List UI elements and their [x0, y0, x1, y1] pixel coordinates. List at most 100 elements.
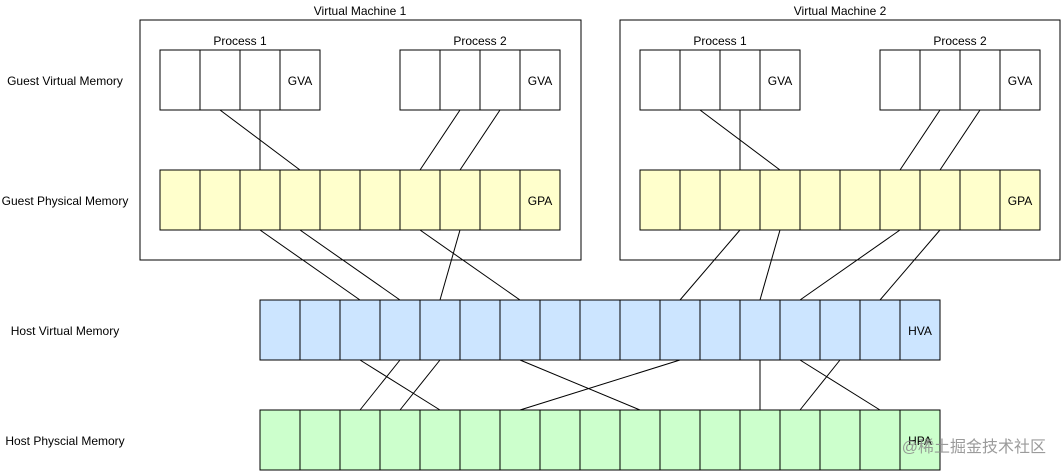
- vm2-process2-gva-cell: [999, 49, 1041, 111]
- hpa-cell: [819, 409, 861, 471]
- hva-cell: [659, 299, 701, 361]
- vm2-process1-gva-cell: [759, 49, 801, 111]
- hpa-cell: [299, 409, 341, 471]
- vm1-title: Virtual Machine 1: [314, 4, 407, 18]
- vm2-process1-label: Process 1: [693, 34, 747, 48]
- mapping-line: [359, 359, 441, 411]
- vm1-gpa-cell: [359, 169, 401, 231]
- hva-cell: [739, 299, 781, 361]
- mapping-line: [799, 359, 841, 411]
- hpa-cell: [619, 409, 661, 471]
- vm1-process2-gva-cell: [439, 49, 481, 111]
- vm1-box: [139, 19, 582, 261]
- vm1-process1-gva-cell: [279, 49, 321, 111]
- hva-cell: [579, 299, 621, 361]
- mapping-line: [259, 229, 361, 301]
- vm2-gpa-cell: [799, 169, 841, 231]
- vm1-gva1-label: GVA: [288, 74, 312, 88]
- vm2-process2-gva-cell: [959, 49, 1001, 111]
- hpa-cell: [499, 409, 541, 471]
- vm2-gpa-cell: [759, 169, 801, 231]
- hva-cell: [699, 299, 741, 361]
- vm1-gpa-cell: [519, 169, 561, 231]
- vm1-gpa-cell: [279, 169, 321, 231]
- vm1-gpa-cell: [479, 169, 521, 231]
- hva-cell: [619, 299, 661, 361]
- vm2-gva2-label: GVA: [1008, 74, 1032, 88]
- row-label-guest-physical: Guest Physical Memory: [2, 194, 129, 208]
- hpa-cell: [659, 409, 701, 471]
- hpa-cell: [379, 409, 421, 471]
- vm1-gva2-label: GVA: [528, 74, 552, 88]
- mapping-line: [879, 229, 941, 301]
- hva-cell: [819, 299, 861, 361]
- vm1-process1-gva-cell: [239, 49, 281, 111]
- hva-cell: [459, 299, 501, 361]
- mapping-line: [419, 229, 521, 301]
- hpa-label: HPA: [908, 434, 932, 448]
- vm1-process2-gva-cell: [479, 49, 521, 111]
- hpa-cell: [739, 409, 781, 471]
- hva-label: HVA: [908, 324, 932, 338]
- mapping-line: [459, 109, 501, 171]
- hva-cell: [859, 299, 901, 361]
- hva-cell: [779, 299, 821, 361]
- vm2-gva1-label: GVA: [768, 74, 792, 88]
- mapping-line: [399, 359, 441, 411]
- hpa-cell: [539, 409, 581, 471]
- vm2-gpa-cell: [959, 169, 1001, 231]
- row-label-host-virtual: Host Virtual Memory: [11, 324, 119, 338]
- vm1-process2-gva-cell: [519, 49, 561, 111]
- mapping-line: [519, 359, 681, 411]
- vm1-gpa-cell: [239, 169, 281, 231]
- vm2-process2-gva-cell: [879, 49, 921, 111]
- mapping-line: [679, 229, 741, 301]
- hva-cell: [899, 299, 941, 361]
- hpa-cell: [899, 409, 941, 471]
- vm1-gpa-label: GPA: [528, 194, 552, 208]
- mapping-line: [939, 109, 981, 171]
- vm2-box: [619, 19, 1061, 261]
- hva-cell: [499, 299, 541, 361]
- vm1-process2-label: Process 2: [453, 34, 507, 48]
- vm1-process1-gva-cell: [159, 49, 201, 111]
- connection-lines: [219, 109, 981, 411]
- mapping-line: [419, 109, 461, 171]
- watermark: @稀土掘金技术社区: [902, 438, 1046, 456]
- mapping-line: [759, 229, 781, 301]
- vm2-gpa-cell: [999, 169, 1041, 231]
- hva-cell: [539, 299, 581, 361]
- hva-cell: [379, 299, 421, 361]
- hva-cell: [299, 299, 341, 361]
- vm2-gpa-cell: [919, 169, 961, 231]
- row-label-guest-virtual: Guest Virtual Memory: [7, 74, 123, 88]
- vm2-title: Virtual Machine 2: [794, 4, 887, 18]
- hva-cell: [259, 299, 301, 361]
- vm1-gpa-cell: [159, 169, 201, 231]
- vm2-gpa-label: GPA: [1008, 194, 1032, 208]
- hva-cell: [339, 299, 381, 361]
- memory-cells: [159, 49, 1041, 471]
- hpa-cell: [339, 409, 381, 471]
- vm2-gpa-cell: [879, 169, 921, 231]
- hpa-cell: [779, 409, 821, 471]
- vm1-process1-gva-cell: [199, 49, 241, 111]
- vm1-gpa-cell: [439, 169, 481, 231]
- vm1-process1-label: Process 1: [213, 34, 267, 48]
- mapping-line: [799, 359, 881, 411]
- mapping-line: [899, 109, 941, 171]
- hpa-cell: [419, 409, 461, 471]
- vm2-process1-gva-cell: [639, 49, 681, 111]
- vm1-gpa-cell: [199, 169, 241, 231]
- vm2-process2-label: Process 2: [933, 34, 987, 48]
- hpa-cell: [699, 409, 741, 471]
- mapping-line: [299, 229, 401, 301]
- row-label-host-physical: Host Physcial Memory: [5, 434, 124, 448]
- mapping-line: [439, 229, 461, 301]
- vm1-process2-gva-cell: [399, 49, 441, 111]
- vm2-process1-gva-cell: [679, 49, 721, 111]
- vm2-gpa-cell: [719, 169, 761, 231]
- vm2-gpa-cell: [639, 169, 681, 231]
- vm2-process2-gva-cell: [919, 49, 961, 111]
